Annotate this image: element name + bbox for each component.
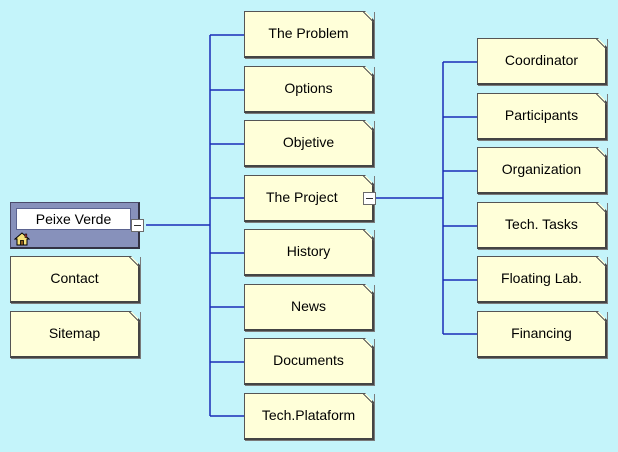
node-label: Participants [504,107,579,123]
node-the-problem[interactable]: The Problem [244,11,374,58]
node-options[interactable]: Options [244,66,374,113]
node-participants[interactable]: Participants [477,93,607,140]
page-fold [598,311,607,320]
node-financing[interactable]: Financing [477,311,607,358]
node-floating-lab[interactable]: Floating Lab. [477,256,607,303]
node-documents[interactable]: Documents [244,338,374,385]
page-fold [598,38,607,47]
node-label: Objetive [282,134,335,150]
node-label: Options [284,80,333,96]
node-contact[interactable]: Contact [10,256,140,303]
page-fold [131,256,140,265]
node-label: The Project [266,189,338,205]
node-label: Tech.Plataform [261,407,356,423]
node-label: Documents [273,352,344,368]
page-fold [365,393,374,402]
page-fold [365,229,374,238]
node-label: Tech. Tasks [505,216,578,232]
node-label: History [286,243,331,259]
node-history[interactable]: History [244,229,374,276]
root-title: Peixe Verde [16,208,131,230]
page-fold [365,284,374,293]
page-fold [598,256,607,265]
node-label: Floating Lab. [501,270,582,286]
page-fold [598,147,607,156]
page-fold [365,120,374,129]
node-objetive[interactable]: Objetive [244,120,374,167]
root-node[interactable]: Peixe Verde [10,202,140,249]
page-fold [365,11,374,20]
node-tech-tasks[interactable]: Tech. Tasks [477,202,607,249]
node-organization[interactable]: Organization [477,147,607,194]
page-fold [365,175,374,184]
page-fold [365,338,374,347]
node-label: Coordinator [504,52,579,68]
node-label: Contact [50,270,99,286]
node-label: Sitemap [48,325,101,341]
root-collapse-toggle[interactable] [131,219,144,232]
page-fold [598,202,607,211]
home-icon [14,232,30,246]
node-news[interactable]: News [244,284,374,331]
node-the-project[interactable]: The Project [244,175,374,222]
node-tech-plataform[interactable]: Tech.Plataform [244,393,374,440]
page-fold [131,311,140,320]
node-label: The Problem [268,25,349,41]
node-label: Organization [501,161,582,177]
node-label: Financing [511,325,572,341]
node-coordinator[interactable]: Coordinator [477,38,607,85]
node-sitemap[interactable]: Sitemap [10,311,140,358]
page-fold [598,93,607,102]
node-label: News [290,298,326,314]
page-fold [365,66,374,75]
project-collapse-toggle[interactable] [363,192,376,205]
